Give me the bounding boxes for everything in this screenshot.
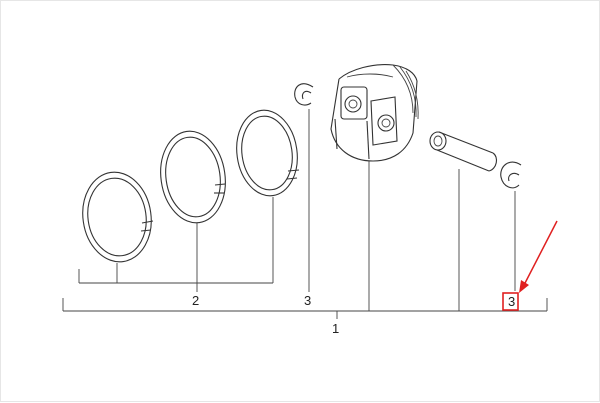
callout-3-right-label: 3	[508, 294, 515, 309]
callout-2-label: 2	[192, 293, 199, 308]
leader-lines	[62, 109, 548, 319]
piston-ring-3	[236, 109, 300, 197]
callout-1-label: 1	[332, 321, 339, 336]
piston-ring-2	[160, 130, 226, 224]
highlight-annotation	[502, 220, 558, 311]
piston	[330, 64, 419, 162]
piston-ring-1	[82, 171, 154, 263]
callout-3-left-label: 3	[304, 293, 311, 308]
piston-pin	[429, 131, 498, 172]
left-circlip	[294, 83, 314, 106]
highlight-box	[502, 292, 519, 311]
right-circlip	[500, 161, 522, 189]
highlight-arrowhead	[519, 280, 529, 293]
highlight-arrow	[522, 220, 558, 288]
